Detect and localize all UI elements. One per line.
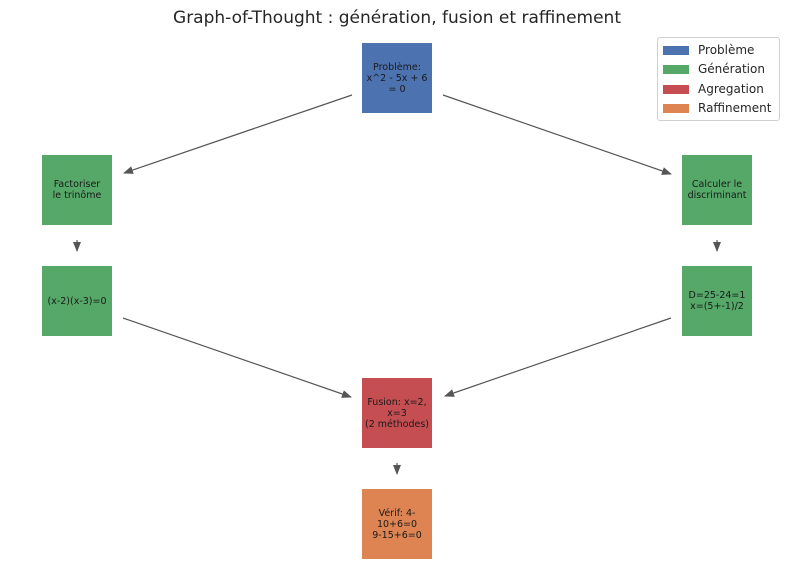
legend-label-probleme: Problème [698, 43, 755, 57]
legend-item-generation: Génération [663, 61, 765, 77]
edge-probleme-to-factoriser [123, 94, 353, 174]
node-factoriser-label: Factoriser le trinôme [52, 179, 102, 201]
node-verif: Vérif: 4-10+6=0 9-15+6=0 [362, 489, 432, 559]
legend-label-generation: Génération [698, 62, 765, 76]
node-discriminant: Calculer le discriminant [682, 155, 752, 225]
legend-swatch-raffinement [663, 103, 689, 113]
edge-calcul_delta-to-fusion [444, 317, 672, 397]
node-factoriser: Factoriser le trinôme [42, 155, 112, 225]
node-factorisation: (x-2)(x-3)=0 [42, 266, 112, 336]
node-probleme: Problème: x^2 - 5x + 6 = 0 [362, 43, 432, 113]
legend-swatch-probleme [663, 45, 689, 55]
node-probleme-label: Problème: x^2 - 5x + 6 = 0 [366, 61, 428, 95]
legend-label-agregation: Agregation [698, 82, 764, 96]
legend-swatch-agregation [663, 84, 689, 94]
node-fusion-label: Fusion: x=2, x=3 (2 méthodes) [365, 396, 429, 430]
edge-factorisation-to-fusion [122, 317, 352, 398]
legend-item-probleme: Problème [663, 42, 754, 58]
legend-item-agregation: Agregation [663, 81, 764, 97]
node-factorisation-label: (x-2)(x-3)=0 [47, 295, 107, 307]
legend-item-raffinement: Raffinement [663, 100, 771, 116]
node-fusion: Fusion: x=2, x=3 (2 méthodes) [362, 378, 432, 448]
diagram-title: Graph-of-Thought : génération, fusion et… [173, 8, 621, 28]
node-verif-label: Vérif: 4-10+6=0 9-15+6=0 [372, 507, 422, 541]
edge-probleme-to-discriminant [442, 94, 672, 175]
legend-label-raffinement: Raffinement [698, 101, 772, 115]
legend-swatch-generation [663, 64, 689, 74]
legend: Problème Génération Agregation Raffineme… [657, 37, 780, 121]
node-calcul-delta-label: D=25-24=1 x=(5+-1)/2 [688, 290, 746, 312]
node-discriminant-label: Calculer le discriminant [687, 179, 747, 201]
node-calcul-delta: D=25-24=1 x=(5+-1)/2 [682, 266, 752, 336]
